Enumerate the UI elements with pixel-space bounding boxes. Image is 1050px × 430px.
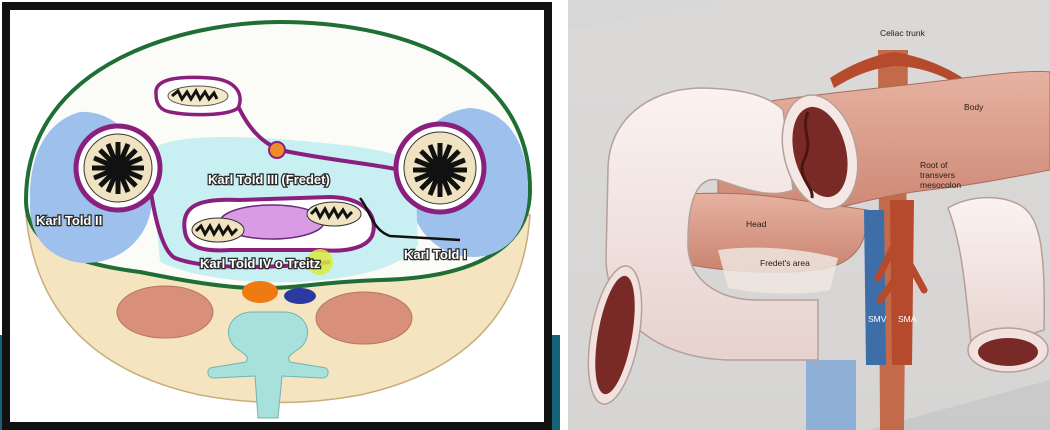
ivc-lower bbox=[806, 360, 856, 430]
right-colon-mucosa bbox=[413, 143, 467, 197]
right-kidney bbox=[316, 292, 412, 344]
fredets-area-patch bbox=[718, 248, 838, 294]
smv-vessel bbox=[864, 210, 886, 365]
label-body: Body bbox=[964, 102, 984, 112]
label-sma: SMA bbox=[898, 314, 917, 324]
vena-cava bbox=[284, 288, 316, 304]
label-fredets-area: Fredet's area bbox=[760, 258, 810, 268]
orange-node bbox=[269, 142, 285, 158]
label-root-line3: mesocolon bbox=[920, 180, 961, 190]
label-root-line2: transvers bbox=[920, 170, 955, 180]
duodenum-right-lumen bbox=[307, 202, 361, 226]
label-root-line1: Root of bbox=[920, 160, 948, 170]
label-head: Head bbox=[746, 219, 767, 229]
left-kidney bbox=[117, 286, 213, 338]
anatomical-illustration: Celiac trunk Body Root of transvers meso… bbox=[568, 0, 1050, 430]
label-told-ii: Karl Told II bbox=[36, 213, 102, 228]
label-told-iii: Karl Told III (Fredet) bbox=[208, 172, 330, 187]
label-smv: SMV bbox=[868, 314, 887, 324]
aorta bbox=[242, 281, 278, 303]
cross-section-diagram: Karl Told II Karl Told III (Fredet) Karl… bbox=[0, 0, 560, 430]
ileum-cut-lumen bbox=[978, 338, 1038, 366]
label-told-i: Karl Told I bbox=[404, 247, 467, 262]
label-told-iv: Karl Told IV o Treitz bbox=[200, 256, 321, 271]
label-celiac-trunk: Celiac trunk bbox=[880, 28, 926, 38]
